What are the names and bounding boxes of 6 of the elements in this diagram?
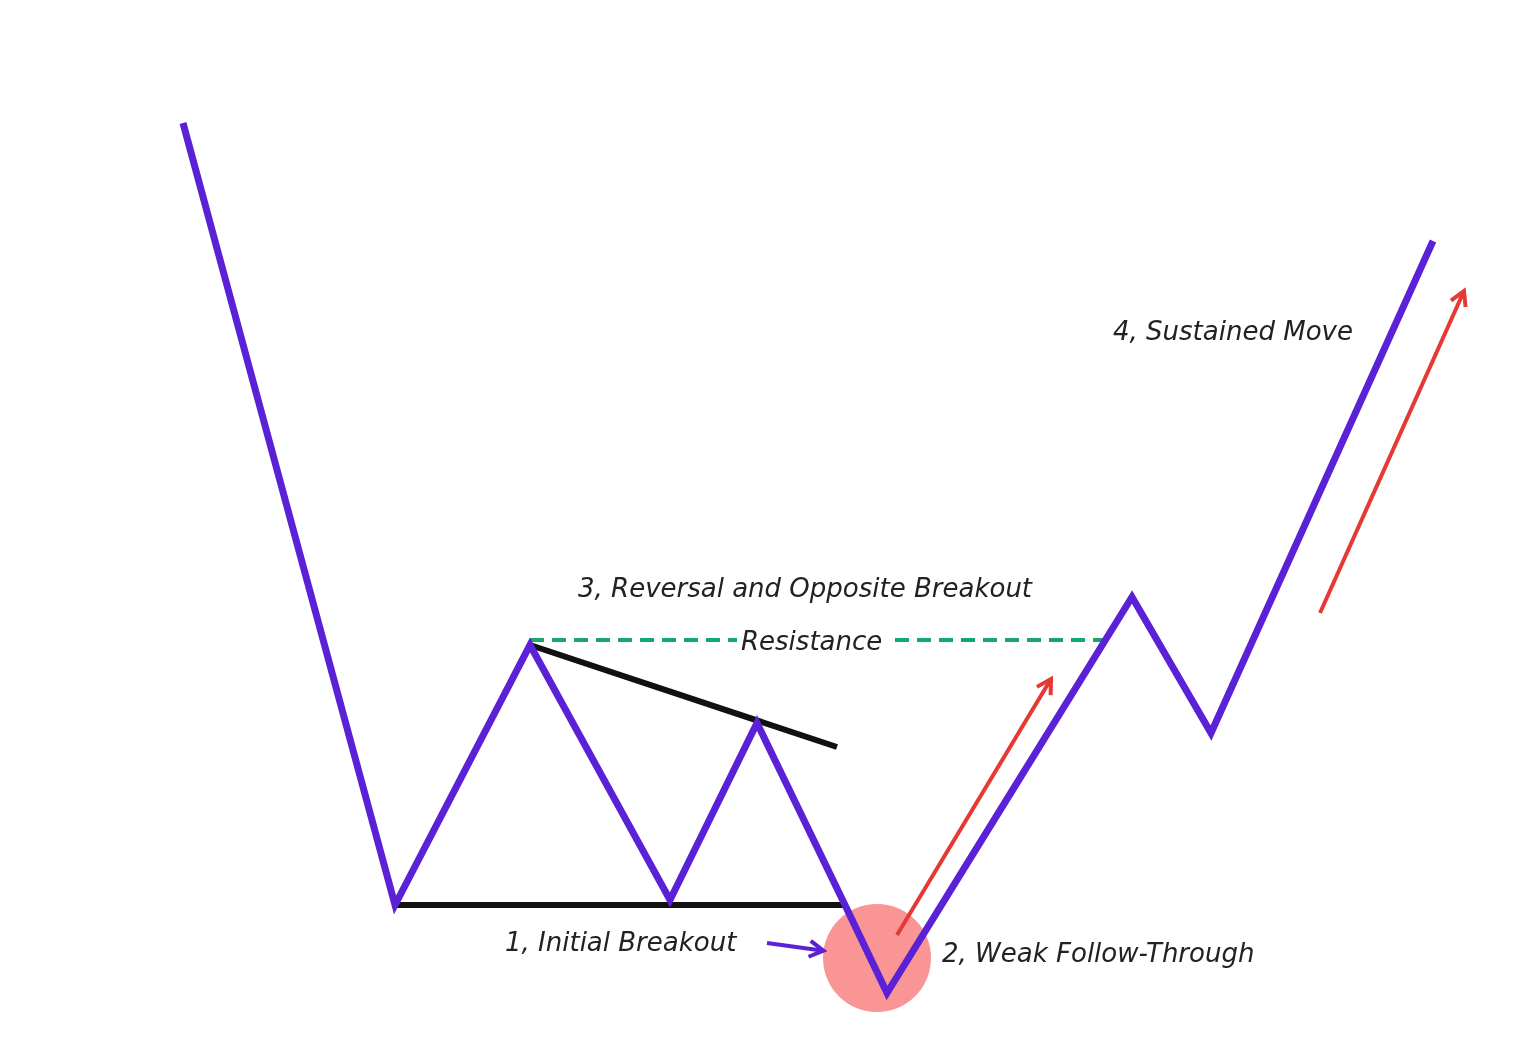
callout-text: 1, Initial Breakout (505, 925, 755, 961)
annotation-text: 4, Sustained Move (1113, 315, 1353, 348)
annotation-text: 2, Weak Follow-Through (942, 937, 1255, 970)
arrow (766, 938, 826, 959)
annotation-text: 3, Reversal and Opposite Breakout (578, 572, 1033, 605)
annotation-text: Resistance (741, 625, 883, 658)
